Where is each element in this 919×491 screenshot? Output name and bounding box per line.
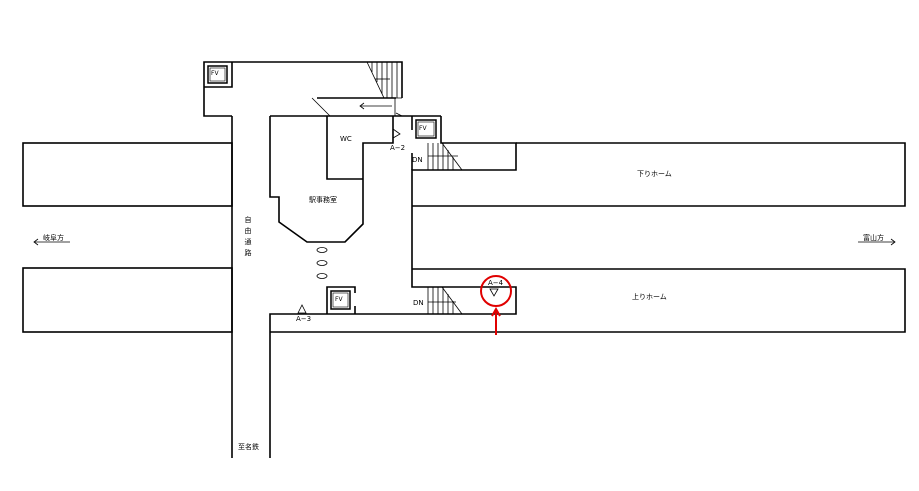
exit-a3-label: A−3 <box>296 315 312 323</box>
to-meitetsu-label: 至名鉄 <box>238 443 259 451</box>
down-platform-label: 下りホーム <box>637 170 672 178</box>
to-gifu-label: 岐阜方 <box>43 234 64 242</box>
left-lower-track <box>22 267 233 333</box>
to-toyama-label: 富山方 <box>863 234 884 242</box>
dn-label: DN <box>413 299 424 307</box>
wc-label: WC <box>340 135 352 143</box>
dn-label: DN <box>412 156 423 164</box>
exit-a4-label: A−4 <box>488 279 504 287</box>
exit-a3-marker <box>297 304 307 314</box>
arrow-right-icon <box>858 238 896 246</box>
escalator <box>311 97 403 117</box>
fv-label: FV <box>419 125 427 132</box>
right-upper-track <box>412 142 906 207</box>
arrow-left-icon <box>33 238 70 246</box>
top-stairs <box>366 61 402 99</box>
stairs-down-lower <box>427 286 463 315</box>
free-passage-label: 自由通路 <box>244 216 252 260</box>
right-lower-track <box>270 268 906 333</box>
stairs-down-upper <box>427 142 463 171</box>
exit-a2-marker <box>392 128 401 139</box>
elevator-top <box>204 62 233 88</box>
elevator-mid <box>415 119 437 139</box>
exit-a2-label: A−2 <box>390 144 406 152</box>
exit-a4-marker <box>489 288 499 297</box>
highlight-circle <box>480 275 512 307</box>
fv-label: FV <box>335 296 343 303</box>
left-upper-track <box>22 142 233 207</box>
pillar <box>316 260 328 266</box>
elevator-bottom <box>326 286 356 314</box>
pillar <box>316 273 328 279</box>
fv-label: FV <box>211 70 219 77</box>
passage-wall-right <box>269 116 517 458</box>
pillar <box>316 247 328 253</box>
top-concourse <box>203 61 403 117</box>
station-office-wall <box>269 116 394 243</box>
up-platform-label: 上りホーム <box>632 293 667 301</box>
office-label: 駅事務室 <box>309 196 337 204</box>
wc-wall <box>326 116 363 180</box>
